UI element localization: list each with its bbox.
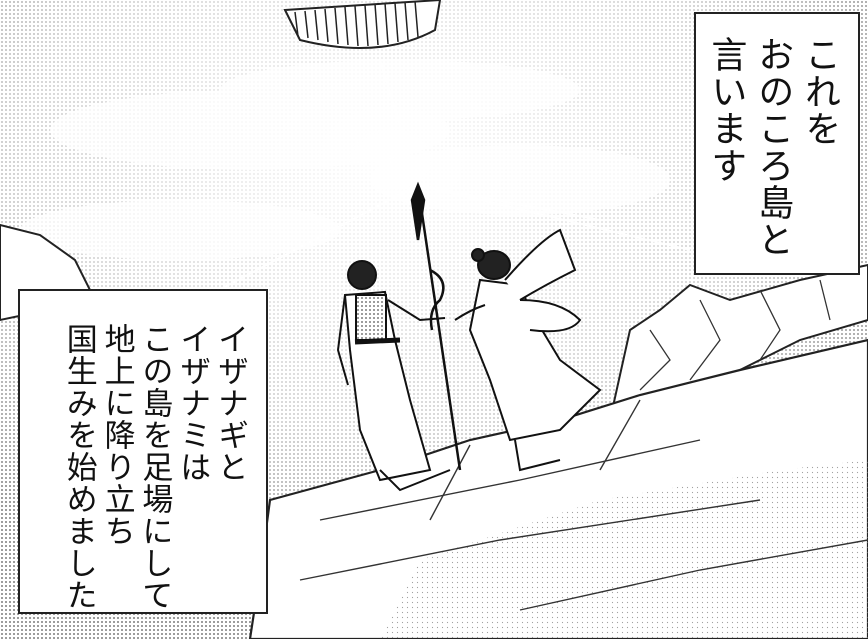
- caption-line: おのころ島と: [752, 36, 794, 258]
- clouds: [20, 60, 670, 260]
- cliff-cracks: [639, 279, 831, 391]
- light-rays: [199, 59, 691, 301]
- caption-line: 地上に降り立ち: [98, 323, 135, 547]
- slope-lines: [299, 399, 868, 611]
- caption-box-bottom-left: イザナギと イザナミは この島を足場にして 地上に降り立ち 国生みを始めました: [18, 289, 268, 614]
- right-cliff: [608, 263, 868, 422]
- floating-palace: [283, 0, 442, 49]
- caption-text-top-right: これを おのころ島と 言います: [702, 36, 842, 258]
- caption-box-top-right: これを おのころ島と 言います: [694, 12, 860, 275]
- izanagi-figure: [336, 260, 451, 492]
- caption-line: イザナギと: [212, 323, 248, 483]
- spear: [410, 181, 462, 471]
- izanami-figure: [454, 228, 602, 472]
- caption-line: イザナミは: [174, 323, 211, 483]
- caption-text-bottom-left: イザナギと イザナミは この島を足場にして 地上に降り立ち 国生みを始めました: [59, 323, 248, 611]
- caption-line: 国生みを始めました: [60, 323, 97, 611]
- caption-line: この島を足場にして: [136, 323, 173, 611]
- caption-line: 言います: [705, 36, 747, 184]
- caption-line: これを: [799, 36, 840, 147]
